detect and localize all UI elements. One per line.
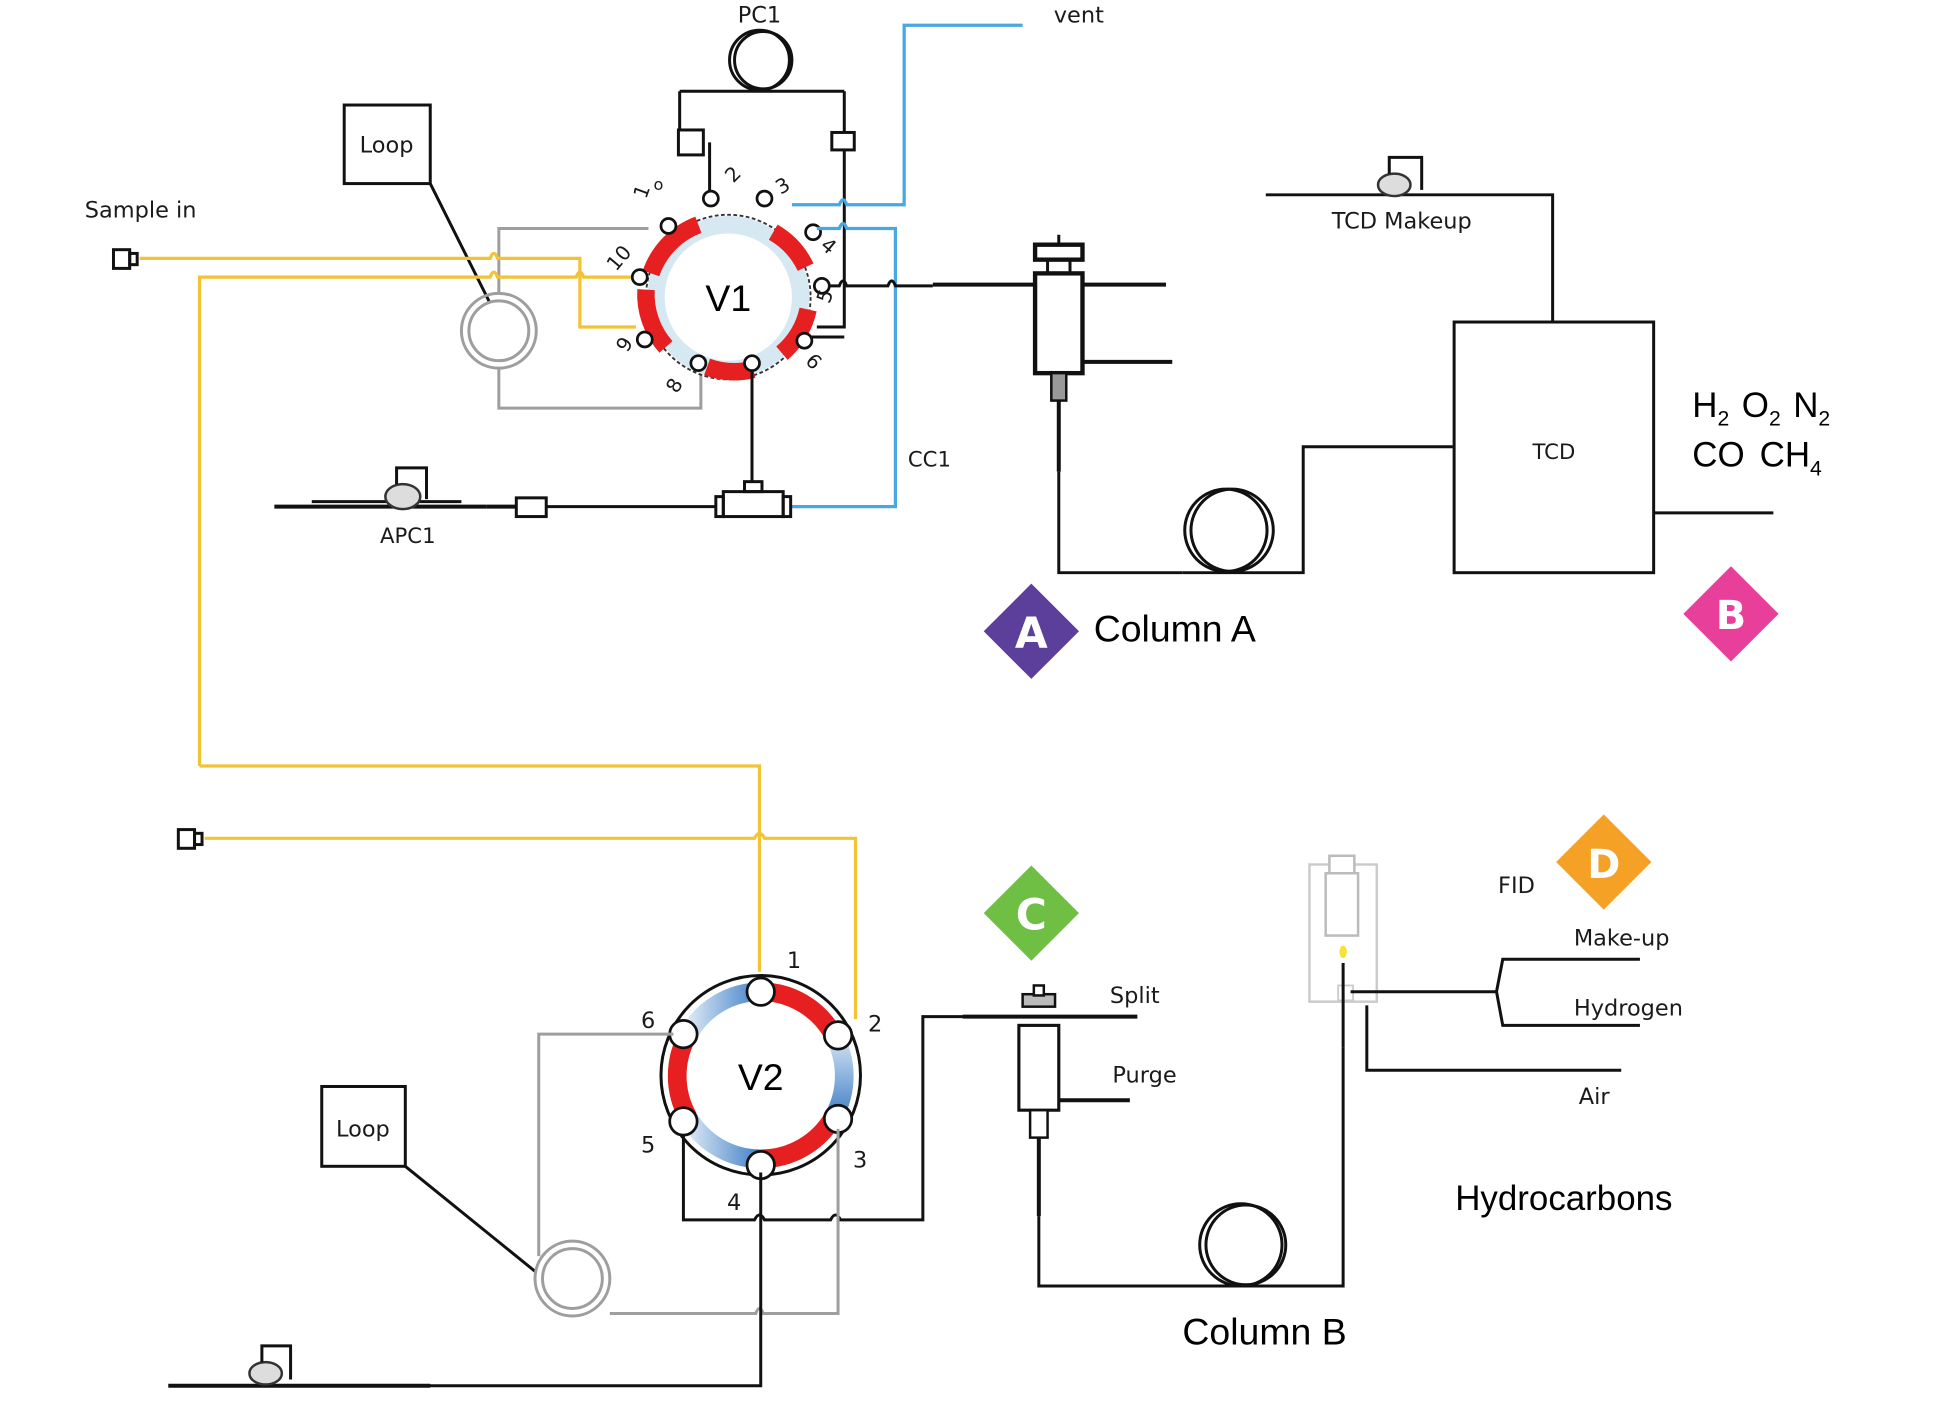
sample-loop-coil-bottom (533, 1239, 612, 1318)
badge-b: B (1683, 566, 1779, 662)
svg-text:D: D (1587, 842, 1620, 888)
valve-v1[interactable]: V1 (630, 189, 831, 381)
sample-in-fitting-icon[interactable] (111, 248, 139, 270)
v2-port4-carrier-line (168, 1172, 763, 1388)
split-label: Split (1110, 983, 1160, 1009)
svg-text:B: B (1716, 593, 1746, 639)
air-label: Air (1579, 1084, 1611, 1110)
loop-box-top (342, 103, 432, 186)
column-a-coil (1182, 445, 1453, 575)
svg-text:3: 3 (853, 1148, 867, 1174)
loop-box-bottom (320, 1084, 407, 1168)
v1-to-inlet-line (829, 279, 933, 288)
svg-text:8: 8 (661, 374, 688, 397)
svg-text:1: 1 (787, 948, 801, 974)
tcd-makeup-label: TCD Makeup (1331, 208, 1472, 234)
tcd-label: TCD (1531, 439, 1575, 464)
apc1-label: APC1 (380, 523, 436, 548)
svg-text:6: 6 (801, 348, 827, 374)
tcd-makeup-regulator-icon[interactable] (1265, 155, 1555, 323)
carrier-line-cc1 (790, 221, 898, 509)
vent-label: vent (1054, 3, 1104, 29)
loop-label-top: Loop (360, 132, 414, 158)
sample-line-2 (197, 270, 643, 766)
loop-label-bottom: Loop (336, 1116, 390, 1142)
sample-loop-coil-top (459, 291, 538, 370)
hydrogen-label: Hydrogen (1574, 995, 1683, 1021)
apc1-regulator-icon[interactable] (274, 466, 487, 511)
tcd-detector (1452, 320, 1656, 575)
valve-v2[interactable]: V2 (659, 973, 862, 1181)
inlet-c (962, 984, 1345, 1288)
sample-line-1 (139, 251, 637, 329)
cc1-label: CC1 (908, 447, 951, 472)
column-a-label: Column A (1094, 607, 1256, 649)
svg-text:1: 1 (628, 181, 655, 201)
fid-label: FID (1498, 873, 1535, 899)
svg-text:10: 10 (602, 240, 637, 275)
hydrocarbons-label: Hydrocarbons (1455, 1179, 1672, 1218)
svg-text:9: 9 (611, 333, 638, 356)
vent-line (791, 23, 1023, 207)
carrier-regulator-icon[interactable] (168, 1344, 431, 1388)
v2-to-inlet-line (681, 1015, 1036, 1222)
svg-text:5: 5 (641, 1133, 655, 1159)
svg-text:3: 3 (771, 172, 794, 199)
fid-detector (1308, 854, 1640, 1072)
svg-text:6: 6 (641, 1008, 655, 1034)
frit-icon (514, 496, 548, 519)
fitting-icon (676, 128, 705, 157)
makeup-label: Make-up (1574, 926, 1670, 952)
inlet-a (932, 234, 1183, 575)
pc1-restrictor: PC1 (676, 3, 856, 329)
pc1-label: PC1 (738, 3, 781, 29)
column-b-label: Column B (1182, 1311, 1346, 1353)
svg-text:2: 2 (868, 1012, 882, 1038)
v2-port6-loop-line (537, 1032, 674, 1257)
badge-a: A (983, 583, 1079, 679)
sample-line-3 (199, 764, 762, 972)
sample-line-4 (204, 831, 858, 1020)
loop-pointer-bottom (404, 1165, 538, 1274)
badge-c: C (983, 865, 1079, 961)
v2-port-numbers: 1 2 3 4 5 6 (641, 948, 882, 1216)
valve-v1-label: V1 (705, 277, 751, 319)
svg-text:4: 4 (727, 1190, 741, 1216)
column-b-coil (1198, 1202, 1288, 1288)
purge-label: Purge (1112, 1063, 1176, 1089)
svg-text:A: A (1015, 609, 1048, 658)
svg-text:2: 2 (720, 161, 746, 187)
tee-fitting-icon (714, 480, 793, 519)
fitting-icon (830, 130, 856, 152)
valve-v2-label: V2 (738, 1056, 784, 1098)
svg-text:o: o (653, 175, 663, 194)
loop-lines-top (497, 226, 703, 410)
badge-d: D (1556, 814, 1652, 910)
svg-text:C: C (1016, 890, 1047, 939)
sample-in-label: Sample in (85, 197, 197, 223)
aux-fitting-icon[interactable] (176, 828, 204, 850)
